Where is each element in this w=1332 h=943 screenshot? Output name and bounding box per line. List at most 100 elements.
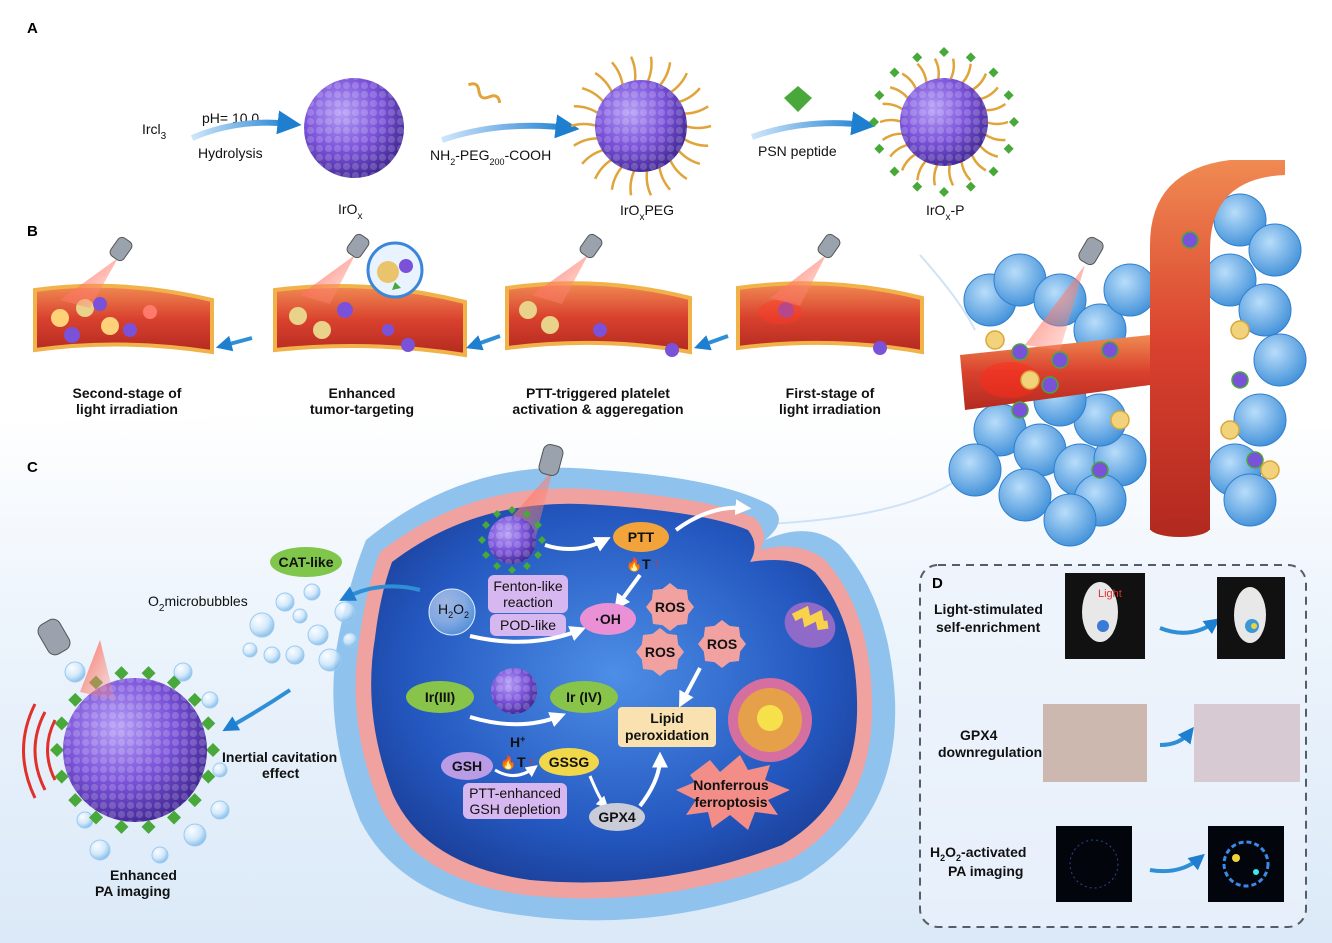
svg-text:CAT-like: CAT-like [279,554,334,570]
h2o2-arrow [469,626,586,644]
svg-text:H2O2: H2O2 [438,601,469,620]
svg-text:·OH: ·OH [595,611,621,627]
svg-text:ROS: ROS [645,644,675,660]
svg-text:Fenton-like: Fenton-like [493,578,562,594]
nanoparticle-in-cell [478,506,546,574]
gssg-node: GSSG [539,748,599,776]
hplus-label: H+ [510,734,525,750]
laser-icon [532,233,603,304]
ptt-arrow [544,537,611,552]
h2o2-bubble: H2O2 [428,588,476,636]
d-row1-arrow [1159,618,1221,635]
temperature-label-2: T [517,754,526,770]
step1-arrow [190,110,302,141]
pa-image-before [1056,826,1132,902]
fire-icon: 🔥 [500,755,516,770]
laser-icon [770,233,841,306]
panel-label-a: A [27,20,38,37]
mouse-image-before: Light [1065,573,1145,659]
nanoparticle-irox [304,78,404,178]
gsh-node: GSH [441,752,493,780]
svg-text:ROS: ROS [655,599,685,615]
step2-label: NH2-PEG200-COOH [430,147,551,167]
mouse-image-after [1217,577,1285,659]
svg-text:ROS: ROS [707,636,737,652]
platelet-zoom-inset [366,241,424,299]
fire-icon: 🔥 [626,557,642,572]
stage-label-second-2: light irradiation [76,401,178,417]
svg-text:PTT-enhanced: PTT-enhanced [469,785,561,801]
stage-label-platelet-2: activation & aggeregation [512,401,683,417]
panel-label-c: C [27,459,38,476]
svg-text:ferroptosis: ferroptosis [694,794,767,810]
temperature-label: T [642,556,651,572]
stage-label-platelet: PTT-triggered platelet [526,385,670,401]
pa-imaging-label-2: PA imaging [95,883,170,899]
psn-peptide-icon [784,86,812,112]
ir-arrow [469,712,566,727]
nanoparticle-irox-p [869,47,1019,197]
peg-chain-icon [467,82,502,104]
svg-text:GPX4: GPX4 [598,809,636,825]
d-row3-label-2: PA imaging [948,863,1023,879]
ros-node: ROS [698,620,746,668]
product3-label: IrOx-P [926,202,964,223]
step2-arrow [441,114,580,143]
svg-text:Nonferrous: Nonferrous [693,777,769,793]
ihc-image-after [1194,704,1300,782]
pa-imaging-label: Enhanced [110,867,177,883]
svg-text:Light: Light [1098,588,1122,600]
pod-like-box: POD-like [490,614,566,636]
stage-label-targeting-2: tumor-targeting [310,401,414,417]
cat-like-node: CAT-like [270,547,342,577]
acoustic-wave-icon [22,703,57,799]
step3-arrow [750,111,876,140]
nonferrous-ferroptosis-burst: Nonferrous ferroptosis [676,755,790,830]
d-row3-arrow [1149,853,1205,874]
panel-label-d: D [932,575,943,592]
stage-arrow [215,335,253,352]
laser-icon [37,618,71,656]
d-row3-label: H2O2-activated [930,844,1026,863]
ir3-node: Ir(III) [406,681,474,713]
svg-text:PTT: PTT [628,529,655,545]
gssg-arrow [588,775,609,809]
stage-label-second: Second-stage of [73,385,182,401]
ros-node: ROS [646,583,694,631]
gpx4-node: GPX4 [589,803,645,831]
pa-imaging-nanoparticle [50,666,220,834]
stage-arrow [465,334,501,351]
cavitation-label-2: effect [262,765,300,781]
svg-text:GSH: GSH [452,758,482,774]
pa-image-after [1208,826,1284,902]
fenton-like-box: Fenton-like reaction [488,575,568,613]
mitochondrion-icon [784,602,836,648]
precursor-label: Ircl3 [142,121,167,142]
laser-icon [1078,236,1104,266]
product1-label: IrOx [338,201,362,222]
product2-label: IrOxPEG [620,202,674,223]
vessel-segment-second-stage [33,283,214,355]
svg-text:Lipid: Lipid [650,710,683,726]
ptt-out-arrow [674,499,752,532]
gpx4-arrow [638,751,668,808]
gsh-arrow [494,765,538,778]
vessel-segment-first-stage [736,281,924,355]
laser-icon [60,236,133,308]
ros-node: ROS [636,628,684,676]
ros-arrow [679,667,702,708]
ir4-node: Ir (IV) [550,681,618,713]
svg-text:Ir (IV): Ir (IV) [566,689,602,705]
svg-text:Ir(III): Ir(III) [425,689,455,705]
o2-microbubbles-label: O2microbubbles [148,593,248,614]
svg-text:GSSG: GSSG [549,754,590,770]
ptt-oh-arrow [614,573,642,611]
hydroxyl-radical-node: ·OH [580,603,636,635]
nucleus-icon [728,678,812,762]
d-row1-label-2: self-enrichment [936,619,1041,635]
d-row2-arrow [1159,726,1194,747]
svg-text:reaction: reaction [503,594,553,610]
tumor-model [948,160,1307,547]
temp-up-arrow-icon: ↑ [528,754,535,769]
svg-text:POD-like: POD-like [500,617,556,633]
